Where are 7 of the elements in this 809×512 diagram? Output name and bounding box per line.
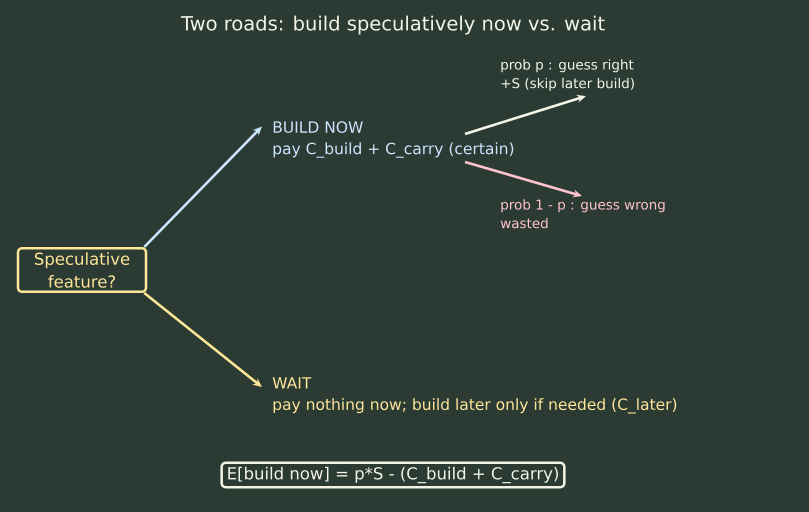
option-text: BUILD NOW pay C_build + C_carry (certain) xyxy=(274,121,514,158)
outcome-text: prob p : guess right +S (skip later build) xyxy=(501,59,634,91)
option-text: WAIT pay nothing now; build later only if needed (C_later) xyxy=(272,377,676,414)
formula-box: E[build now] = p*S - (C_build + C_carry) xyxy=(220,462,566,488)
decision-box: Speculative feature? xyxy=(16,246,148,294)
title: Two roads: build speculatively now vs. wait xyxy=(180,16,605,34)
outcome-text: prob 1 - p : guess wrong wasted xyxy=(500,199,665,228)
